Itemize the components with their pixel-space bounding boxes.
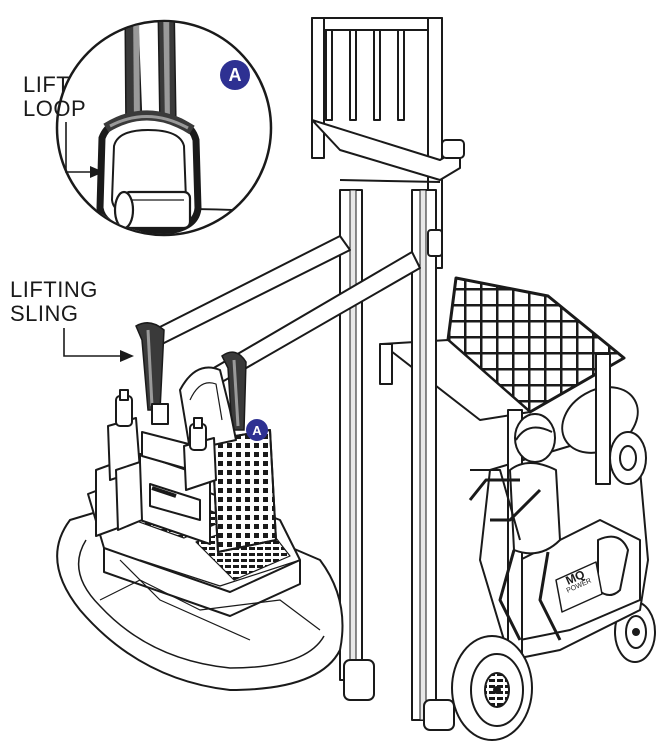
lift-loop-leader [65,122,94,173]
lifting-slings [135,322,247,431]
location-badge-letter: A [252,422,262,438]
detail-badge: A [220,60,250,90]
trowel-illustration [56,366,344,691]
forklift-mast [311,17,465,731]
forklift-front-wheel [451,635,533,741]
brand-logo [555,561,603,613]
detail-badge-letter: A [228,64,242,85]
lifting-sling-label-line2: SLING [10,301,79,326]
lift-loop-detail [55,19,273,237]
location-badge: A [246,419,268,441]
lift-loop-label-line2: LOOP [23,96,87,121]
arrow-icon [90,166,104,178]
lifting-sling-label: LIFTING SLING [10,278,98,326]
lift-loop-label-line1: LIFT [23,72,71,97]
lift-loop-label: LIFT LOOP [23,73,86,121]
right-control-tower [183,417,217,491]
lifting-sling-label-line1: LIFTING [10,277,98,302]
operator-figure [468,413,562,641]
